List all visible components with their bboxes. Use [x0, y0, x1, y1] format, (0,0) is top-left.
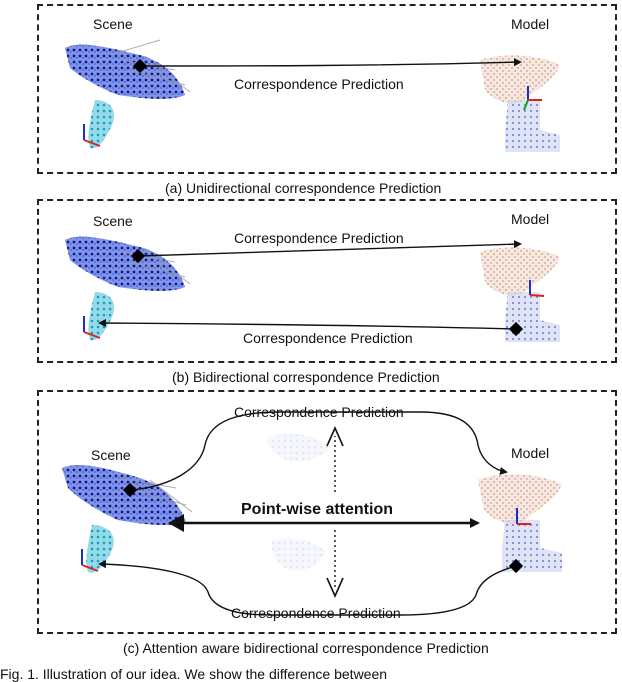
scene-cloud-c — [62, 465, 193, 573]
scene-cloud-b — [65, 236, 191, 341]
figure-footer-text: Fig. 1. Illustration of our idea. We sho… — [0, 666, 388, 682]
arrow-label-a-forward: Correspondence Prediction — [234, 76, 404, 92]
panel-a-frame — [37, 4, 617, 174]
ghost-cloud-bottom — [271, 538, 326, 572]
panel-b-frame — [37, 199, 617, 363]
ghost-cloud-top — [267, 434, 330, 462]
model-label-c: Model — [511, 445, 550, 461]
arrow-label-c-lower: Correspondence Prediction — [231, 605, 401, 621]
point-marker-b-model — [508, 321, 524, 337]
caption-c: (c) Attention aware bidirectional corres… — [123, 640, 489, 656]
caption-a: (a) Unidirectional correspondence Predic… — [165, 180, 442, 196]
attention-arrow-left-head — [168, 514, 184, 532]
arrow-label-b-backward: Correspondence Prediction — [243, 330, 413, 346]
arrow-b-backward — [98, 319, 517, 330]
model-label-b: Model — [511, 211, 550, 227]
model-cloud-c — [478, 474, 562, 572]
scene-label-c: Scene — [91, 447, 131, 463]
model-cloud-a — [480, 55, 560, 152]
chevron-down-icon — [326, 577, 344, 598]
scene-label-b: Scene — [93, 213, 133, 229]
chevron-up-icon — [326, 426, 344, 447]
arrow-label-b-forward: Correspondence Prediction — [234, 230, 404, 246]
scene-cloud-a — [65, 39, 191, 149]
attention-label: Point-wise attention — [241, 501, 393, 518]
caption-b: (b) Bidirectional correspondence Predict… — [172, 369, 440, 385]
arrow-a-forward — [139, 58, 522, 67]
panel-c-frame — [37, 390, 617, 634]
point-marker-c-model — [508, 558, 524, 574]
point-marker-b-scene — [130, 248, 146, 264]
model-label-a: Model — [511, 16, 550, 32]
loop-c-lower — [98, 560, 517, 616]
point-marker-c-scene — [122, 482, 138, 498]
arrow-label-c-upper: Correspondence Prediction — [234, 404, 404, 420]
arrow-b-forward — [137, 240, 522, 257]
loop-c-upper — [131, 411, 508, 491]
scene-label-a: Scene — [93, 16, 133, 32]
